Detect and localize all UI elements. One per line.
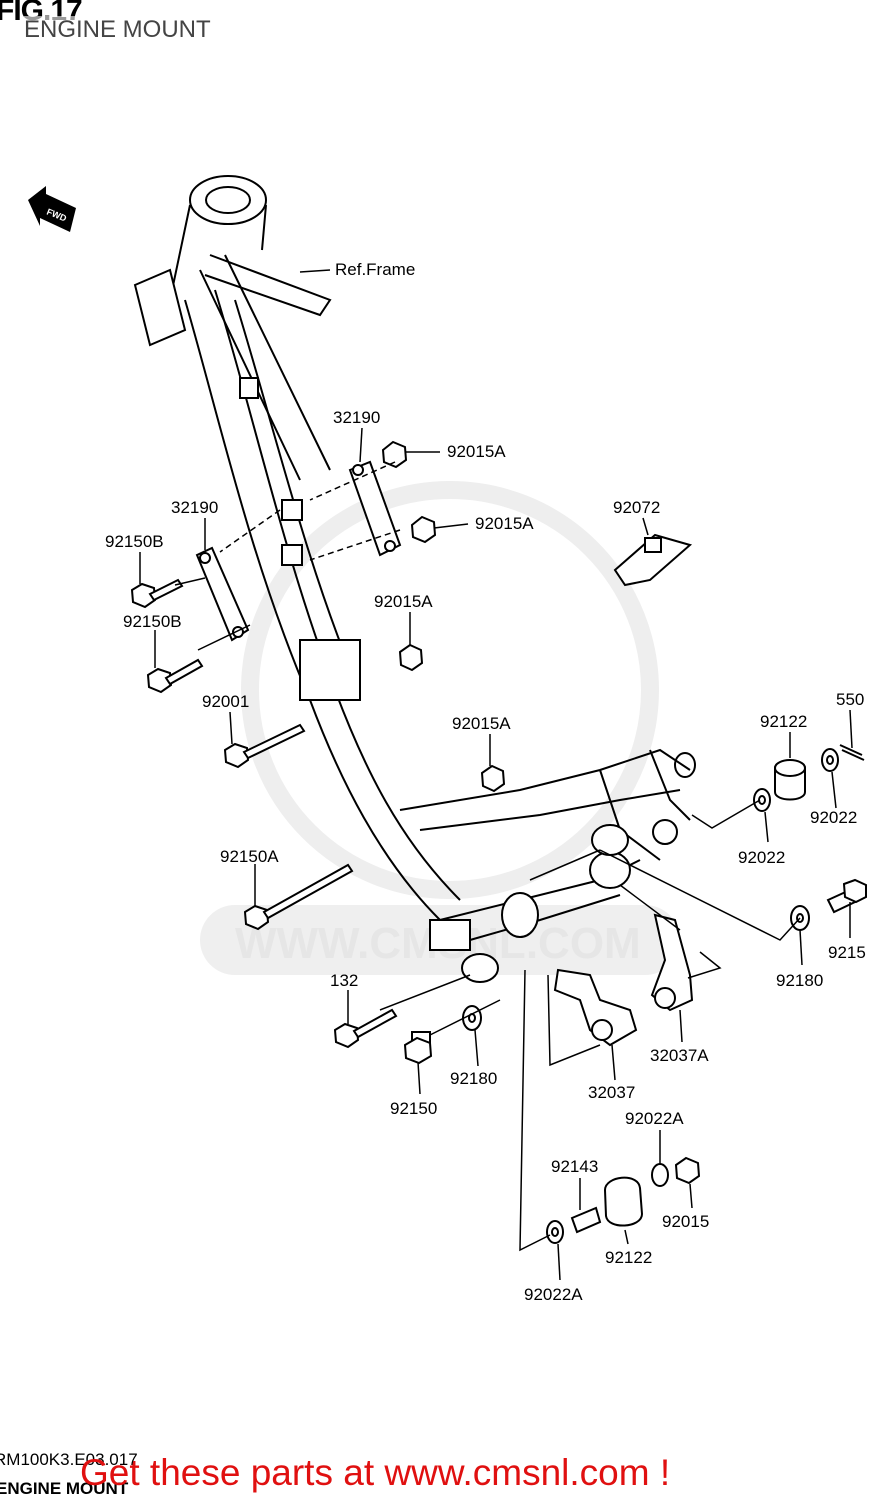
part-label-32037[interactable]: 32037 (588, 1083, 635, 1102)
parts-drawings (130, 440, 867, 1244)
diagram-code: RM100K3.E03.017 (0, 1450, 138, 1469)
part-label-132[interactable]: 132 (330, 971, 358, 990)
ref-frame-label: Ref.Frame (335, 260, 415, 279)
part-label-92150A[interactable]: 92150A (220, 847, 279, 866)
part-label-92022-a[interactable]: 92022 (810, 808, 857, 827)
part-label-92143[interactable]: 92143 (551, 1157, 598, 1176)
part-labels: Ref.Frame 32190 92015A 92015A 32190 9215… (105, 260, 866, 1304)
part-label-92150B-b[interactable]: 92150B (123, 612, 182, 631)
part-label-92122-a[interactable]: 92122 (760, 712, 807, 731)
part-label-92001[interactable]: 92001 (202, 692, 249, 711)
part-label-92015A-a[interactable]: 92015A (447, 442, 506, 461)
part-label-92022-b[interactable]: 92022 (738, 848, 785, 867)
part-label-92150B-a[interactable]: 92150B (105, 532, 164, 551)
part-label-550[interactable]: 550 (836, 690, 864, 709)
frame-drawing (133, 175, 696, 983)
part-label-92072[interactable]: 92072 (613, 498, 660, 517)
forward-arrow-icon: FWD (28, 186, 76, 232)
part-label-92022A-b[interactable]: 92022A (524, 1285, 583, 1304)
part-label-32190-a[interactable]: 32190 (333, 408, 380, 427)
promo-link[interactable]: Get these parts at www.cmsnl.com ! (80, 1452, 671, 1493)
part-label-92180-a[interactable]: 92180 (776, 971, 823, 990)
part-label-92180-b[interactable]: 92180 (450, 1069, 497, 1088)
part-label-92150[interactable]: 92150 (390, 1099, 437, 1118)
part-label-92015[interactable]: 92015 (662, 1212, 709, 1231)
diagram-name: ENGINE MOUNT (0, 1479, 129, 1498)
part-label-92015A-c[interactable]: 92015A (374, 592, 433, 611)
part-label-92015A-d[interactable]: 92015A (452, 714, 511, 733)
part-label-9215x[interactable]: 9215 (828, 943, 866, 962)
leader-lines (139, 269, 853, 1281)
part-label-32190-b[interactable]: 32190 (171, 498, 218, 517)
watermark: WWW.CMSNL.COM (200, 481, 680, 975)
part-label-92015A-b[interactable]: 92015A (475, 514, 534, 533)
part-label-32037A[interactable]: 32037A (650, 1046, 709, 1065)
part-label-92122-b[interactable]: 92122 (605, 1248, 652, 1267)
figure-title: ENGINE MOUNT (24, 16, 211, 44)
part-label-92022A-a[interactable]: 92022A (625, 1109, 684, 1128)
